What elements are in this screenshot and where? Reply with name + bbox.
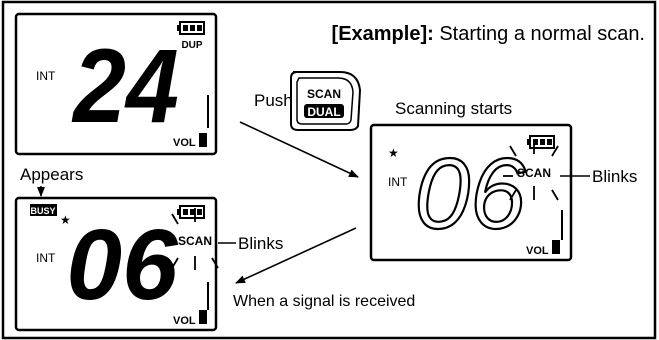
scan-dual-key: SCAN DUAL [290,71,362,131]
push-label: Push [254,91,293,110]
star-icon: ★ [388,146,399,160]
scanning-starts-label: Scanning starts [395,99,512,118]
int-indicator: INT [36,69,56,83]
blinks-label-1: Blinks [592,167,637,186]
volume-bar-icon [552,240,560,254]
key-label-dual: DUAL [307,105,340,119]
battery-icon [177,21,205,35]
battery-icon [177,205,205,219]
arrow-signal [235,227,357,284]
channel-number: 24 [71,28,179,145]
display-scanning: INT ★ 06 SCAN VOL [369,123,573,262]
key-label-scan: SCAN [307,87,341,101]
busy-indicator-box [30,204,57,216]
blink-rays [503,140,559,201]
volume-bar-icon [199,133,207,147]
channel-number: 06 [66,209,179,321]
int-indicator: INT [36,251,56,265]
example-heading: [Example]: Starting a normal scan. [332,23,645,45]
int-indicator: INT [388,175,408,189]
vol-indicator: VOL [173,315,196,327]
channel-number: 06 [414,138,526,250]
scan-indicator: SCAN [178,234,212,248]
signal-received-label: When a signal is received [233,293,415,310]
scan-indicator: SCAN [517,166,551,180]
dup-indicator: DUP [181,40,202,51]
busy-indicator: BUSY [30,206,55,216]
vol-indicator: VOL [526,245,549,257]
blinks-label-2: Blinks [238,234,283,253]
blink-rays [171,208,219,270]
vol-indicator: VOL [173,137,196,149]
arrow-push [239,121,359,178]
display-channel-24: INT 24 DUP VOL [14,12,218,156]
appears-label: Appears [20,165,83,184]
battery-icon [527,135,555,149]
star-icon: ★ [60,213,71,227]
display-signal-received: BUSY ★ INT 06 SCAN VOL [14,196,219,332]
volume-bar-icon [199,310,207,324]
